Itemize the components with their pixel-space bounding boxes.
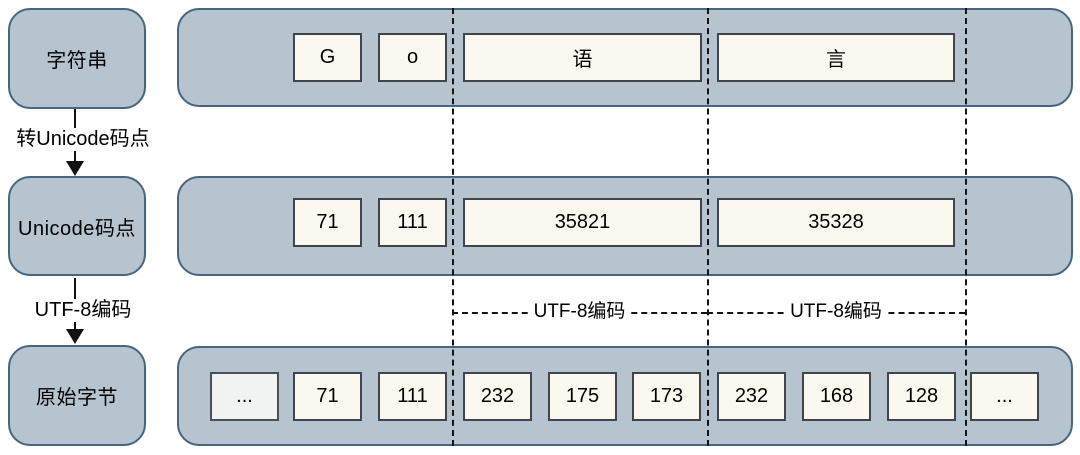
byte-cell: 173 <box>632 372 701 421</box>
codepoint-cell: 35328 <box>717 198 955 247</box>
node-string: 字符串 <box>8 8 146 109</box>
byte-cell-ellipsis: ... <box>970 372 1039 421</box>
arrow-label-to-bytes: UTF-8编码 <box>32 299 134 322</box>
dashed-separator-line <box>965 8 967 446</box>
string-cell: 语 <box>463 33 702 82</box>
arrow-head-to-bytes-icon <box>66 329 84 344</box>
codepoint-cell: 71 <box>293 198 362 247</box>
byte-cell: 232 <box>717 372 786 421</box>
node-string-label: 字符串 <box>46 50 108 72</box>
arrow-head-to-codepoints-icon <box>66 161 84 176</box>
string-cell: 言 <box>717 33 955 82</box>
node-bytes: 原始字节 <box>8 345 146 446</box>
codepoint-cell: 111 <box>378 198 447 247</box>
byte-cell: 175 <box>548 372 617 421</box>
node-codepoints-label: Unicode码点 <box>18 217 136 240</box>
byte-cell: 111 <box>378 372 447 421</box>
dashed-separator-line <box>452 8 454 446</box>
byte-cell: 232 <box>463 372 532 421</box>
byte-cell: 168 <box>802 372 871 421</box>
byte-cell: 71 <box>293 372 362 421</box>
string-cell: o <box>378 33 447 82</box>
node-bytes-label: 原始字节 <box>36 387 118 409</box>
byte-cell: 128 <box>887 372 956 421</box>
node-codepoints: Unicode码点 <box>8 176 146 276</box>
codepoint-cell: 35821 <box>463 198 702 247</box>
byte-cell-ellipsis: ... <box>210 372 279 421</box>
arrow-label-to-codepoints: 转Unicode码点 <box>14 128 152 151</box>
dashed-separator-line <box>707 8 709 446</box>
utf8-encode-link-label: UTF-8编码 <box>452 301 707 323</box>
utf8-encode-link-label: UTF-8编码 <box>707 301 965 323</box>
string-cell: G <box>293 33 362 82</box>
